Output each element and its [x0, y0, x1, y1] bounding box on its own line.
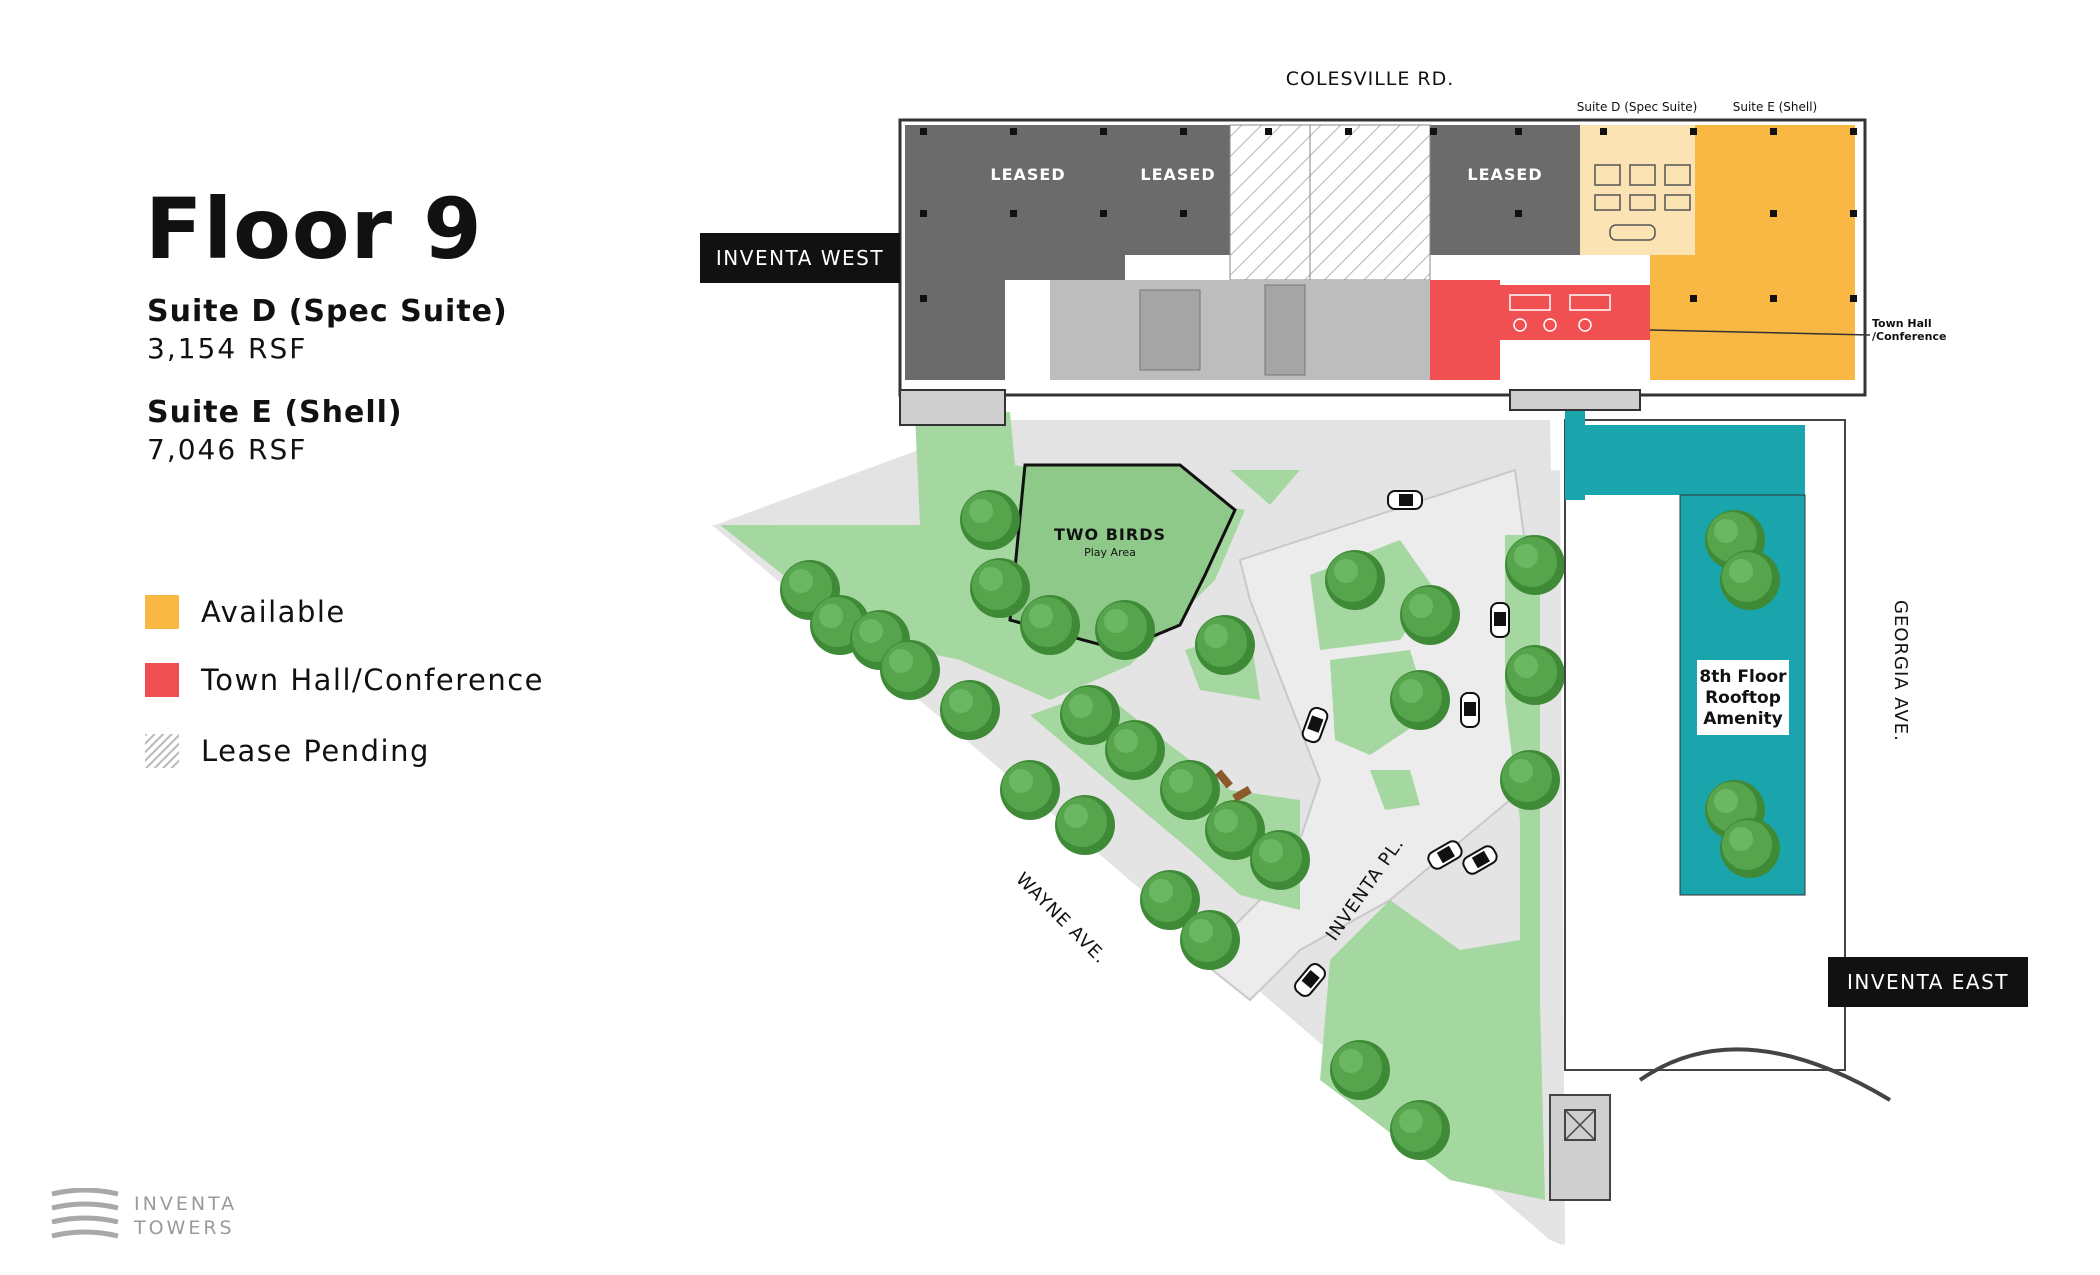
tree-icon [1020, 595, 1080, 655]
lease-pending-suite-1 [1229, 124, 1311, 281]
suite-d-spec-area [1580, 125, 1695, 255]
suite-e-header: Suite E (Shell) [1733, 100, 1818, 114]
tree-icon [1500, 750, 1560, 810]
building-core [1050, 280, 1430, 380]
town-hall-callout-1: Town Hall [1872, 317, 1932, 330]
amenity-label-3: Amenity [1703, 709, 1783, 729]
brand-line-1: INVENTA [134, 1193, 238, 1215]
inventa-west-label: INVENTA WEST [700, 233, 900, 283]
structural-columns [920, 128, 1857, 302]
play-area-sub: Play Area [1084, 546, 1136, 559]
amenity-label-box [1697, 660, 1789, 735]
lease-pending-swatch [145, 734, 179, 768]
inventa-towers-logo: INVENTA TOWERS [50, 1188, 237, 1244]
town-hall-callout-line [1649, 329, 1871, 336]
restrooms [1139, 289, 1201, 371]
legend-label-town-hall: Town Hall/Conference [201, 663, 545, 697]
tree-icon [970, 558, 1030, 618]
car-icon [1387, 490, 1423, 510]
tree-icon [960, 490, 1020, 550]
tree-icon [1195, 615, 1255, 675]
conference-furniture [1509, 294, 1611, 332]
tree-icon [1160, 760, 1220, 820]
play-area-name: TWO BIRDS [1054, 525, 1166, 544]
leased-label-1: LEASED [990, 165, 1065, 184]
car-icon [1460, 692, 1480, 728]
corridor-west [1005, 280, 1050, 380]
leased-suite-3 [1430, 125, 1580, 255]
green-south [1320, 900, 1545, 1200]
bench [1215, 769, 1233, 789]
amenity-label-1: 8th Floor [1699, 667, 1787, 687]
suite-d-header: Suite D (Spec Suite) [1577, 100, 1698, 114]
street-label-wayne: WAYNE AVE. [1011, 869, 1111, 969]
tree-icon [1505, 535, 1565, 595]
east-balcony [1509, 389, 1641, 411]
tree-icon [1250, 830, 1310, 890]
brand-line-2: TOWERS [134, 1217, 235, 1239]
leased-label-3: LEASED [1467, 165, 1542, 184]
amenity-label-2: Rooftop [1705, 688, 1781, 708]
tree-icon [1330, 1040, 1390, 1100]
stair-tower [1549, 1094, 1611, 1201]
suite-e-name: Suite E (Shell) [147, 395, 403, 430]
suite-d-furniture [1594, 164, 1691, 241]
west-stair [899, 389, 1006, 426]
tree-icon [1720, 550, 1780, 610]
town-hall-swatch [145, 663, 179, 697]
legend-item-lease-pending: Lease Pending [145, 734, 430, 768]
green-center-e [1370, 770, 1420, 810]
leased-suite-2 [1125, 125, 1230, 255]
tree-icon [1095, 600, 1155, 660]
tree-icon [880, 640, 940, 700]
legend-label-lease-pending: Lease Pending [201, 734, 430, 768]
elevator-bank [1264, 284, 1306, 376]
logo-waves-icon [51, 1188, 119, 1239]
green-patch-small [1230, 470, 1300, 505]
legend-label-available: Available [201, 595, 346, 629]
tree-icon [1720, 818, 1780, 878]
suite-d-size: 3,154 RSF [147, 332, 308, 365]
tree-icon [940, 680, 1000, 740]
lease-pending-suite-2 [1309, 124, 1431, 281]
town-hall-conference [1430, 280, 1500, 380]
available-swatch [145, 595, 179, 629]
legend-item-available: Available [145, 595, 346, 629]
tree-icon [1325, 550, 1385, 610]
east-entry-arc [1638, 1047, 1892, 1102]
suite-d-name: Suite D (Spec Suite) [147, 294, 508, 329]
suite-e-available [1695, 125, 1855, 380]
town-hall-callout-2: /Conference [1872, 330, 1946, 343]
inventa-east-label: INVENTA EAST [1828, 957, 2028, 1007]
tree-icon [1180, 910, 1240, 970]
tree-icon [1105, 720, 1165, 780]
tree-icon [1400, 585, 1460, 645]
amenity-connector [1565, 400, 1585, 500]
floor-title: Floor 9 [145, 180, 483, 278]
suite-e-size: 7,046 RSF [147, 433, 308, 466]
town-hall-conference-2 [1500, 285, 1650, 340]
bench [1232, 786, 1252, 802]
tree-icon [1000, 760, 1060, 820]
leased-label-2: LEASED [1140, 165, 1215, 184]
amenity-top-band [1565, 425, 1805, 495]
car-icon [1490, 602, 1510, 638]
legend-item-town-hall: Town Hall/Conference [145, 663, 544, 697]
stair-core-icon [1564, 1109, 1596, 1141]
street-label-georgia: GEORGIA AVE. [1890, 600, 1911, 742]
street-label-colesville: COLESVILLE RD. [1286, 68, 1455, 90]
suite-e-extension [1650, 255, 1695, 380]
tree-icon [1390, 1100, 1450, 1160]
tree-icon [1055, 795, 1115, 855]
tree-icon [1390, 670, 1450, 730]
tree-icon [1505, 645, 1565, 705]
